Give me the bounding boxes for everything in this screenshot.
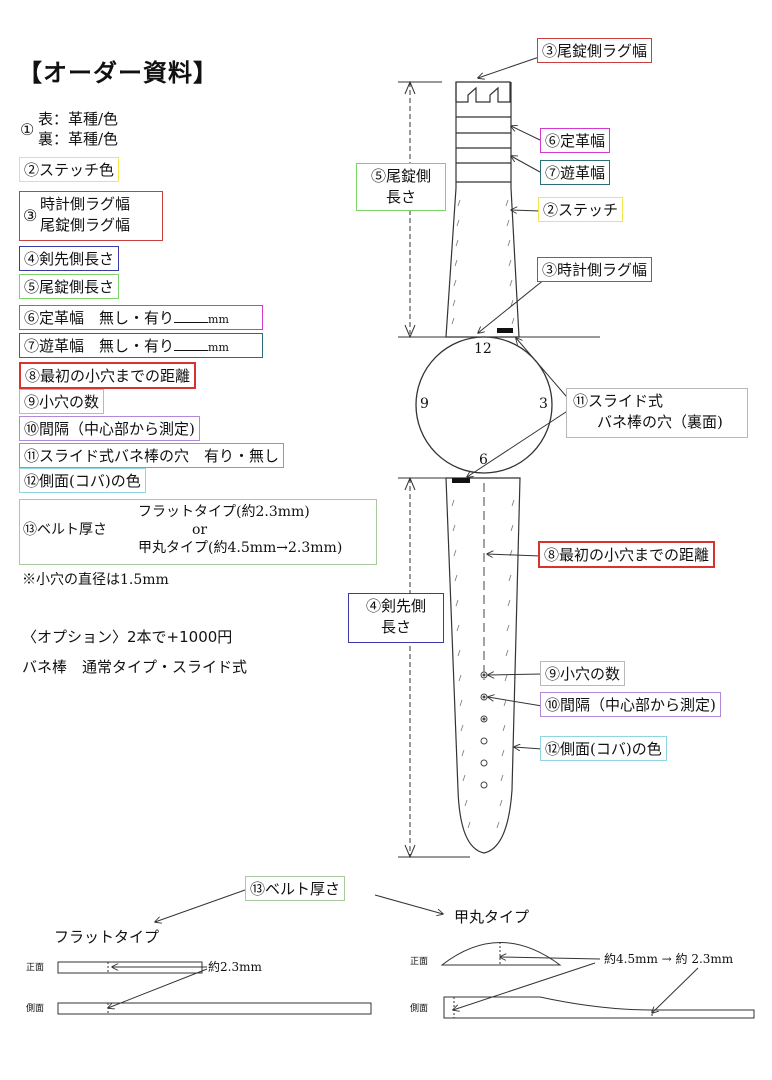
callout-4-tip-length: ④剣先側 長さ xyxy=(348,593,444,643)
callout-10-interval-label: ⑩間隔（中心部から測定) xyxy=(545,696,716,714)
item-11-slide-springbar: ⑪スライド式バネ棒の穴 有り・無し xyxy=(19,443,285,468)
dial-6: 6 xyxy=(479,452,488,468)
lower-springbar-hole xyxy=(452,478,470,483)
lower-length-dimension xyxy=(398,476,470,859)
item-11-label: ⑪スライド式バネ棒の穴 有り・無し xyxy=(24,447,280,465)
callout-2-stitch: ②ステッチ xyxy=(538,197,624,222)
item-3-buckle-side: 尾錠側ラグ幅 xyxy=(40,216,131,234)
item-5-label: ⑤尾錠側長さ xyxy=(24,278,115,296)
item-8-first-hole-distance: ⑧最初の小穴までの距離 xyxy=(19,362,197,389)
item-7-loop-width: ⑦遊革幅 無し・有り mm xyxy=(19,333,263,358)
item-7-unit: mm xyxy=(208,341,229,354)
item-6-keeper-width: ⑥定革幅 無し・有り mm xyxy=(19,305,263,330)
callout-7-loop-label: ⑦遊革幅 xyxy=(545,164,606,182)
callout-4-line1: ④剣先側 xyxy=(365,597,426,615)
callout-9-hole-count: ⑨小穴の数 xyxy=(540,661,626,686)
callout-8-first-hole-label: ⑧最初の小穴までの距離 xyxy=(544,546,710,564)
option-price: 〈オプション〉2本で+1000円 xyxy=(22,628,233,646)
item-1-number: ① xyxy=(20,120,35,139)
callout-6-keeper-label: ⑥定革幅 xyxy=(545,132,606,150)
callout-5-line1: ⑤尾錠側 xyxy=(370,167,431,185)
item-13-belt-thickness: ⑬ベルト厚さ フラットタイプ(約2.3mm) or 甲丸タイプ(約4.5mm→2… xyxy=(19,499,377,565)
callout-13-belt-thickness: ⑬ベルト厚さ xyxy=(245,876,346,901)
item-6-label: ⑥定革幅 無し・有り xyxy=(24,309,175,327)
domed-type-sections xyxy=(440,942,755,1019)
callout-3-watch-lug: ③時計側ラグ幅 xyxy=(537,257,653,282)
callout-4-line2: 長さ xyxy=(380,618,411,636)
item-4-label: ④剣先側長さ xyxy=(24,250,115,268)
callout-12-edge-color-label: ⑫側面(コバ)の色 xyxy=(545,740,662,758)
callout-9-hole-count-label: ⑨小穴の数 xyxy=(545,665,621,683)
springbar-type: バネ棒 通常タイプ・スライド式 xyxy=(22,658,248,676)
item-3-lug-width: ③ 時計側ラグ幅 尾錠側ラグ幅 xyxy=(19,191,163,241)
flat-front-label: 正面 xyxy=(26,963,45,973)
item-2-label: ②ステッチ色 xyxy=(24,161,115,179)
callout-10-interval: ⑩間隔（中心部から測定) xyxy=(540,692,721,717)
dial-9: 9 xyxy=(420,396,429,412)
callout-7-loop: ⑦遊革幅 xyxy=(540,160,611,185)
item-4-tip-length: ④剣先側長さ xyxy=(19,246,120,271)
item-2-stitch-color: ②ステッチ色 xyxy=(19,157,120,182)
round-front-label: 正面 xyxy=(410,957,429,967)
item-9-hole-count: ⑨小穴の数 xyxy=(19,389,105,414)
item-9-label: ⑨小穴の数 xyxy=(24,393,100,411)
callout-3-buckle-lug: ③尾錠側ラグ幅 xyxy=(537,38,653,63)
watch-case xyxy=(415,336,553,474)
callout-8-first-hole: ⑧最初の小穴までの距離 xyxy=(538,541,716,568)
item-5-buckle-length: ⑤尾錠側長さ xyxy=(19,274,120,299)
dial-12: 12 xyxy=(474,341,492,357)
item-7-label: ⑦遊革幅 無し・有り xyxy=(24,337,175,355)
item-13-flat: フラットタイプ(約2.3mm) xyxy=(138,504,310,520)
callout-6-keeper: ⑥定革幅 xyxy=(540,128,611,153)
callout-11-line1: ⑪スライド式 xyxy=(573,392,664,410)
item-1-lining: 裏：革種/色 xyxy=(38,130,119,148)
item-10-label: ⑩間隔（中心部から測定) xyxy=(24,420,195,438)
callout-12-edge-color: ⑫側面(コバ)の色 xyxy=(540,736,667,761)
callout-5-line2: 長さ xyxy=(385,188,416,206)
strap-holes xyxy=(480,671,488,789)
flat-type-sections xyxy=(57,961,372,1015)
callout-3-buckle-lug-label: ③尾錠側ラグ幅 xyxy=(542,42,648,60)
item-13-or: or xyxy=(192,522,208,538)
callout-11-line2: バネ棒の穴（裏面) xyxy=(597,413,723,431)
item-12-edge-color: ⑫側面(コバ)の色 xyxy=(19,468,146,493)
lower-stitch-marks xyxy=(451,499,515,829)
round-thickness-note: 約4.5mm → 約 2.3mm xyxy=(604,952,734,966)
round-type-label: 甲丸タイプ xyxy=(454,908,530,926)
page-title: 【オーダー資料】 xyxy=(18,58,218,87)
item-10-interval: ⑩間隔（中心部から測定) xyxy=(19,416,200,441)
lower-strap xyxy=(445,477,521,854)
callout-5-buckle-length: ⑤尾錠側 長さ xyxy=(356,163,446,211)
item-13-round: 甲丸タイプ(約4.5mm→2.3mm) xyxy=(138,540,343,556)
thickness-arrows xyxy=(108,889,699,1013)
item-3-watch-side: 時計側ラグ幅 xyxy=(40,195,131,213)
item-13-label: ⑬ベルト厚さ xyxy=(23,522,107,538)
callout-arrows xyxy=(467,54,573,749)
flat-type-label: フラットタイプ xyxy=(54,928,160,946)
upper-strap xyxy=(445,81,520,338)
callout-13-label: ⑬ベルト厚さ xyxy=(250,880,341,898)
callout-2-stitch-label: ②ステッチ xyxy=(543,201,619,219)
item-8-label: ⑧最初の小穴までの距離 xyxy=(25,367,191,385)
item-1-surface: 表：革種/色 xyxy=(38,110,119,128)
item-7-blank xyxy=(174,338,209,351)
item-3-number: ③ xyxy=(23,206,38,225)
item-6-blank xyxy=(174,310,209,323)
callout-11-slide-springbar: ⑪スライド式 バネ棒の穴（裏面) xyxy=(566,388,748,438)
upper-stitch-marks xyxy=(451,199,515,325)
callout-3-watch-lug-label: ③時計側ラグ幅 xyxy=(542,261,648,279)
round-side-label: 側面 xyxy=(410,1004,429,1014)
hole-diameter-note: ※小穴の直径は1.5mm xyxy=(22,572,169,588)
item-6-unit: mm xyxy=(208,313,229,326)
dial-3: 3 xyxy=(539,396,548,412)
item-12-label: ⑫側面(コバ)の色 xyxy=(24,472,141,490)
upper-springbar-hole xyxy=(497,328,513,333)
flat-thickness-note: 約2.3mm xyxy=(208,960,262,974)
item-1-leather: ① 表：革種/色 裏：革種/色 xyxy=(20,110,150,152)
flat-side-label: 側面 xyxy=(26,1004,45,1014)
